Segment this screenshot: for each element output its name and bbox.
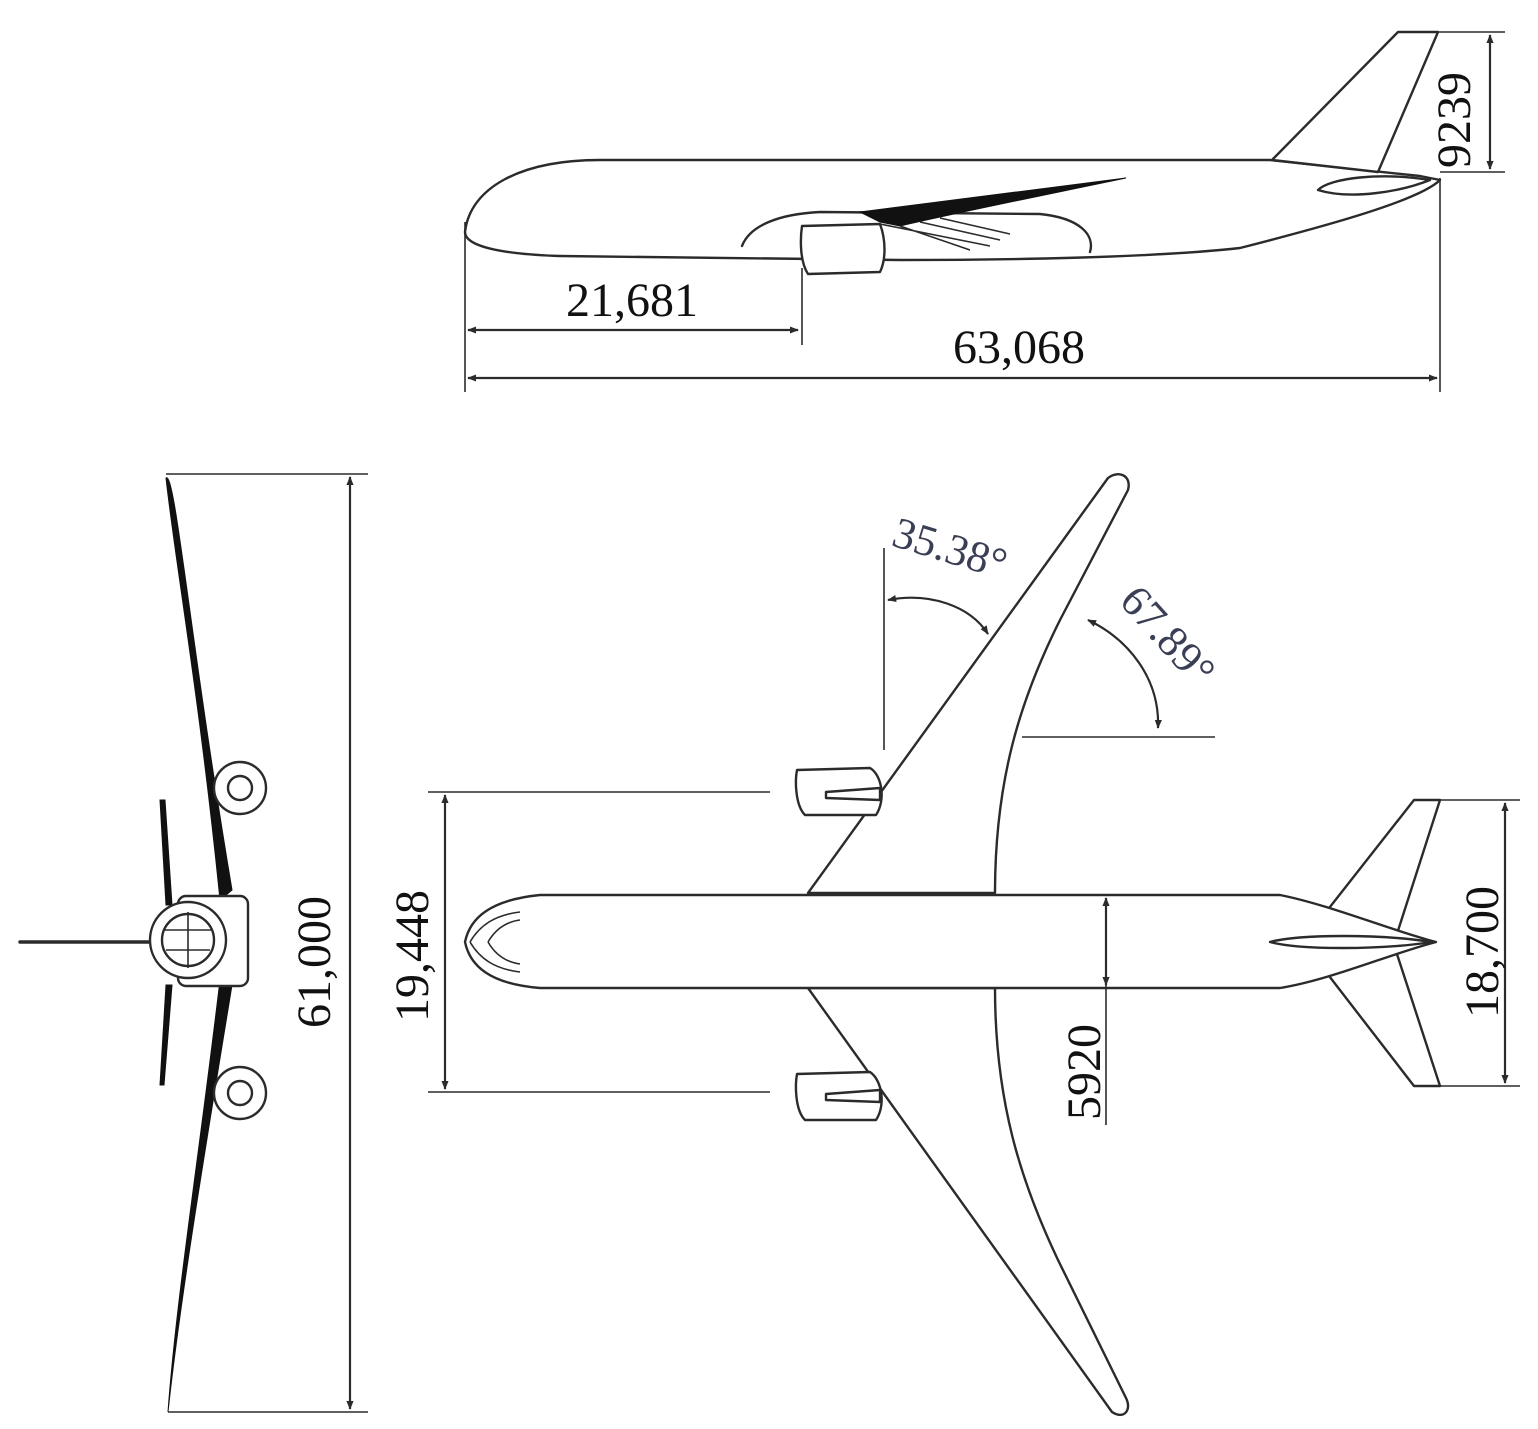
- front-engine-lower: [212, 1065, 268, 1121]
- side-engine: [799, 222, 886, 276]
- arc-trailing-edge-angle: [1087, 619, 1162, 729]
- front-wing-upper: [165, 477, 233, 901]
- front-engine-lower-inner: [226, 1079, 254, 1107]
- top-view: [463, 473, 1442, 1417]
- side-vertical-tail: [1270, 30, 1440, 174]
- side-view: [463, 30, 1442, 276]
- dim-label-fuselage-width: 5920: [1058, 1024, 1111, 1120]
- top-cockpit: [469, 911, 521, 973]
- front-vertical-fin: [159, 799, 173, 906]
- side-wing-fairing: [740, 210, 1093, 254]
- top-wing-upper: [806, 473, 1130, 895]
- top-fuselage: [463, 893, 1438, 990]
- side-fuselage: [463, 158, 1442, 262]
- angle-label-trailing: 67.89°: [1111, 576, 1225, 695]
- dim-label-wingspan: 61,000: [288, 896, 341, 1028]
- dim-label-tail-height: 9239: [1428, 72, 1481, 168]
- side-view-dimensions: 21,681 63,068 9239: [464, 31, 1505, 392]
- angle-label-sweep: 35.38°: [887, 508, 1013, 589]
- front-view-dimensions: 61,000: [166, 473, 368, 1413]
- dim-label-nose-wing: 21,681: [566, 274, 698, 327]
- dim-label-engine-spacing: 19,448: [386, 890, 439, 1022]
- front-view: [18, 477, 268, 1413]
- dim-label-tailplane-span: 18,700: [1456, 886, 1509, 1018]
- top-engine-upper-core: [824, 786, 882, 802]
- top-engine-lower-core: [824, 1088, 882, 1104]
- front-vertical-fin-lower: [159, 984, 173, 1086]
- front-cockpit-lines: [164, 912, 212, 968]
- side-wing: [858, 177, 1127, 227]
- dim-label-overall-length: 63,068: [953, 321, 1085, 374]
- side-wing-lines: [879, 217, 1011, 251]
- top-tail-cone: [1268, 934, 1434, 950]
- front-wing-lower: [167, 979, 233, 1413]
- arc-leading-edge-sweep: [887, 594, 989, 635]
- front-engine-upper: [212, 760, 268, 816]
- side-tail-cone: [1316, 175, 1432, 196]
- top-engine-lower: [794, 1070, 883, 1122]
- front-engine-upper-inner: [226, 774, 254, 802]
- top-wing-lower: [806, 986, 1130, 1417]
